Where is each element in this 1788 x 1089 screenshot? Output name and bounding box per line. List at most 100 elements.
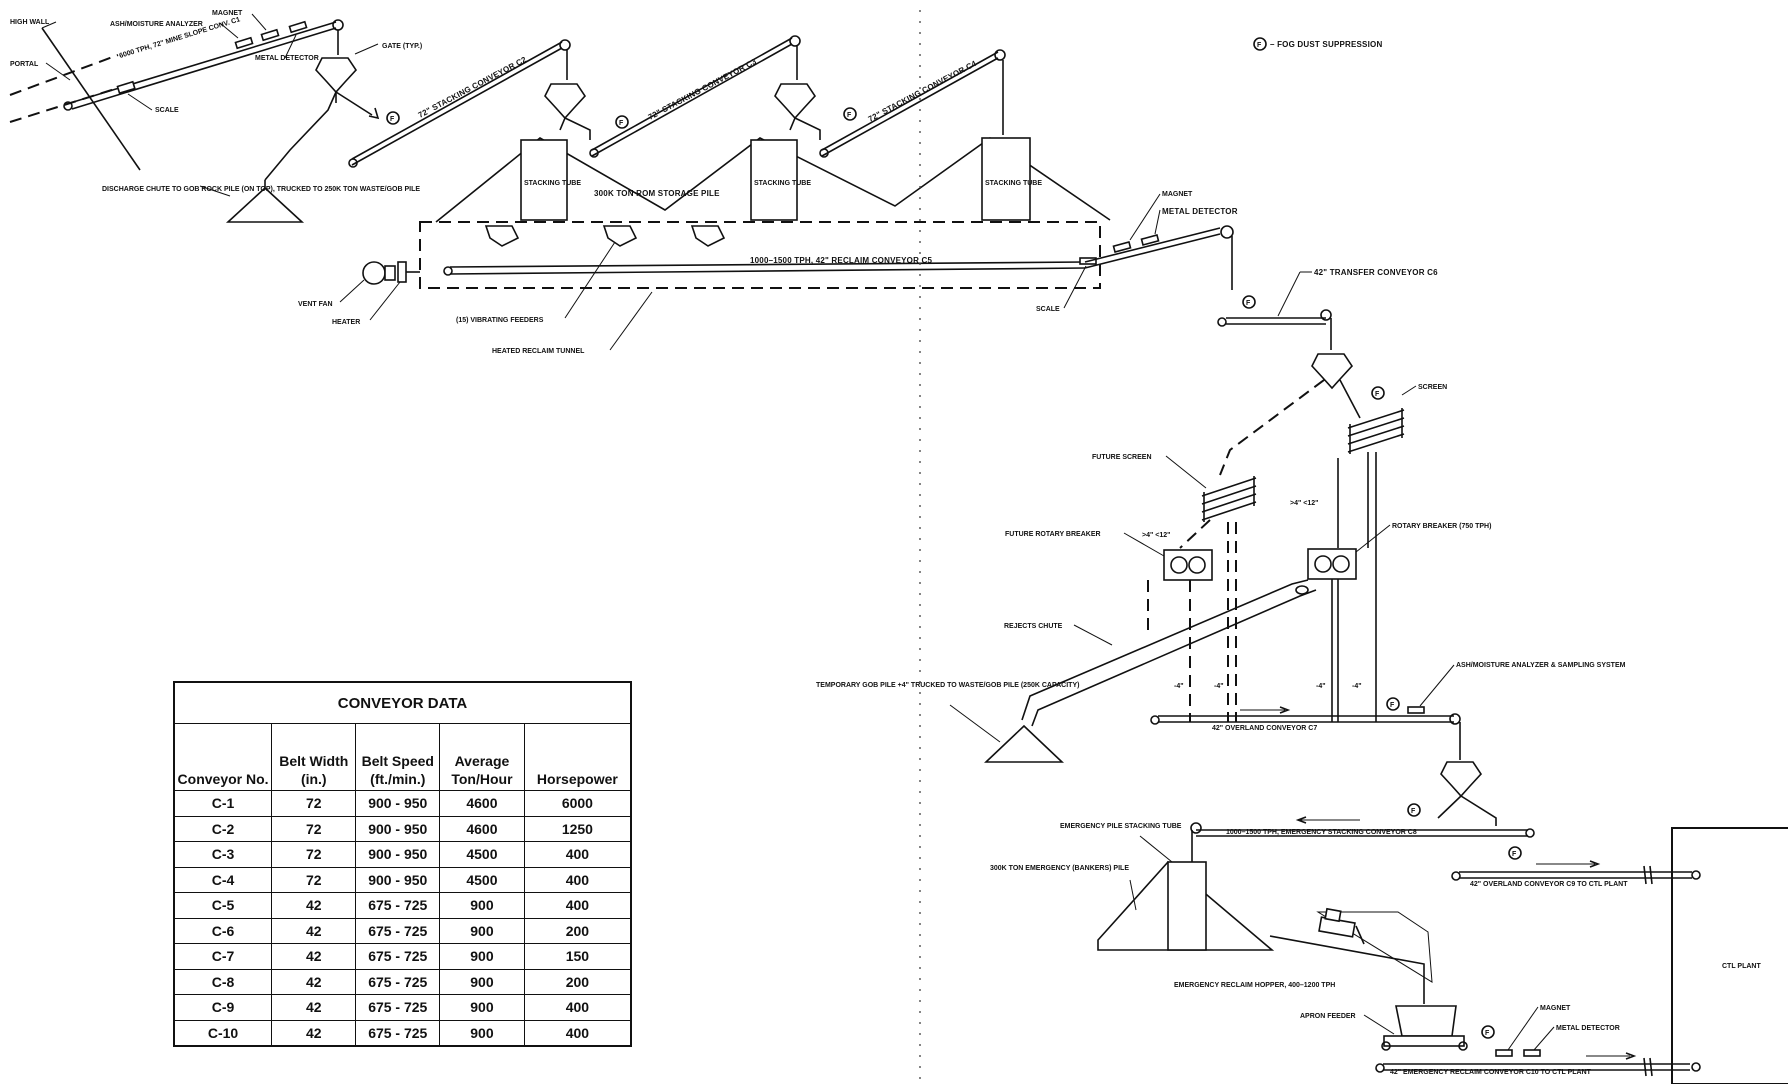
stacking-c2-label: 72" STACKING CONVEYOR C2 [417, 55, 529, 120]
overland-c9-label: 42" OVERLAND CONVEYOR C9 TO CTL PLANT [1470, 881, 1628, 888]
table-header-cell: Conveyor No. [173, 723, 273, 791]
fog-symbol-icon [1386, 697, 1400, 711]
screening-section: F SCREEN FUTURE SCREEN >4" <12" ROTARY B… [816, 353, 1491, 763]
table-cell: 400 [523, 1019, 632, 1047]
apron-feeder-icon [1383, 1035, 1465, 1047]
table-cell: 4500 [439, 866, 525, 893]
table-cell: 400 [523, 994, 632, 1021]
table-cell: 900 [439, 1019, 525, 1047]
table-cell: 150 [523, 943, 632, 970]
svg-text:F: F [390, 116, 395, 123]
fog-symbol-icon [1407, 803, 1421, 817]
table-cell: 4500 [439, 841, 525, 868]
table-cell: 42 [271, 1019, 357, 1047]
fog-symbol-icon [386, 111, 400, 125]
scale-label-2: SCALE [1036, 306, 1060, 313]
table-cell: 72 [271, 790, 357, 817]
future-screen-icon [1201, 476, 1257, 522]
rejects-chute-label: REJECTS CHUTE [1004, 623, 1063, 630]
emergency-pile-label: 300K TON EMERGENCY (BANKERS) PILE [990, 865, 1129, 872]
emergency-c8-label: 1000–1500 TPH, EMERGENCY STACKING CONVEY… [1226, 829, 1417, 836]
stacking-tube-label-1: STACKING TUBE [524, 180, 581, 187]
table-cell: 42 [271, 917, 357, 944]
table-cell: 675 - 725 [355, 1019, 441, 1047]
table-cell: 400 [523, 841, 632, 868]
table-cell: 4600 [439, 790, 525, 817]
screen-label: SCREEN [1418, 384, 1447, 391]
svg-text:F: F [619, 120, 624, 127]
table-cell: 4600 [439, 815, 525, 842]
table-cell: C-5 [173, 892, 273, 919]
future-rotary-breaker-icon [1163, 549, 1213, 581]
fog-symbol-icon [615, 115, 629, 129]
stacking-conveyor-c4: 72" STACKING CONVEYOR C4 [819, 49, 1006, 158]
legend: F – FOG DUST SUPPRESSION [1253, 37, 1382, 51]
future-rotary-label: FUTURE ROTARY BREAKER [1005, 531, 1101, 538]
vibrating-feeders-label: (15) VIBRATING FEEDERS [456, 317, 544, 324]
table-cell: 675 - 725 [355, 943, 441, 970]
scale-label-1: SCALE [155, 107, 179, 114]
ctl-plant: CTL PLANT [1671, 827, 1788, 1085]
svg-text:F: F [1375, 391, 1380, 398]
stacking-tube-label-2: STACKING TUBE [754, 180, 811, 187]
fog-symbol-icon [1481, 1025, 1495, 1039]
fog-symbol-icon [843, 107, 857, 121]
reclaim-tunnel: 1000–1500 TPH, 42" RECLAIM CONVEYOR C5 M… [298, 191, 1238, 355]
table-header-row: Conveyor No.Belt Width (in.)Belt Speed (… [173, 723, 632, 791]
table-cell: 42 [271, 892, 357, 919]
legend-symbol: F [1257, 42, 1262, 49]
minus4-label-4: -4" [1352, 683, 1362, 690]
table-cell: 400 [523, 892, 632, 919]
legend-text: – FOG DUST SUPPRESSION [1270, 40, 1382, 49]
table-header-cell: Belt Width (in.) [271, 723, 357, 791]
table-cell: 42 [271, 968, 357, 995]
stacking-c3-label: 72" STACKING CONVEYOR C3 [647, 57, 759, 122]
table-cell: 200 [523, 968, 632, 995]
table-cell: 400 [523, 866, 632, 893]
table-cell: 675 - 725 [355, 892, 441, 919]
table-cell: C-2 [173, 815, 273, 842]
table-cell: 900 - 950 [355, 866, 441, 893]
heated-tunnel-label: HEATED RECLAIM TUNNEL [492, 348, 585, 355]
minus4-label-1: -4" [1174, 683, 1184, 690]
table-cell: 6000 [523, 790, 632, 817]
dozer-icon [1318, 907, 1365, 945]
stacking-conveyor-c2: 72" STACKING CONVEYOR C2 F [348, 39, 629, 168]
table-cell: 72 [271, 866, 357, 893]
emergency-stacking-c8: 1000–1500 TPH, EMERGENCY STACKING CONVEY… [990, 816, 1535, 951]
table-header-cell: Average Ton/Hour [439, 723, 525, 791]
overland-c7-label: 42" OVERLAND CONVEYOR C7 [1212, 725, 1317, 732]
reclaim-hopper-label: EMERGENCY RECLAIM HOPPER, 400–1200 TPH [1174, 982, 1335, 989]
table-cell: 900 [439, 917, 525, 944]
svg-text:F: F [1411, 808, 1416, 815]
transfer-c6-label: 42" TRANSFER CONVEYOR C6 [1314, 268, 1438, 277]
table-cell: 200 [523, 917, 632, 944]
rom-storage-pile: STACKING TUBE STACKING TUBE STACKING TUB… [435, 137, 1111, 223]
table-cell: 900 [439, 892, 525, 919]
heater-label: HEATER [332, 319, 360, 326]
table-cell: 42 [271, 994, 357, 1021]
reclaim-hopper-icon [1395, 1005, 1457, 1037]
vent-fan-icon [362, 261, 386, 285]
svg-text:F: F [847, 112, 852, 119]
table-cell: 675 - 725 [355, 968, 441, 995]
emergency-reclaim: EMERGENCY RECLAIM HOPPER, 400–1200 TPH A… [1174, 907, 1701, 1077]
table-header-cell: Belt Speed (ft./min.) [355, 723, 441, 791]
minus4-label-2: -4" [1214, 683, 1224, 690]
emergency-tube-label: EMERGENCY PILE STACKING TUBE [1060, 823, 1182, 830]
table-cell: C-3 [173, 841, 273, 868]
minus4-label-3: -4" [1316, 683, 1326, 690]
gate-2: F [1407, 761, 1497, 826]
storage-pile-label: 300K TON ROM STORAGE PILE [594, 189, 720, 198]
svg-text:F: F [1390, 702, 1395, 709]
magnet-label-3: MAGNET [1540, 1005, 1571, 1012]
metal-detector-label-2: METAL DETECTOR [1162, 207, 1238, 216]
